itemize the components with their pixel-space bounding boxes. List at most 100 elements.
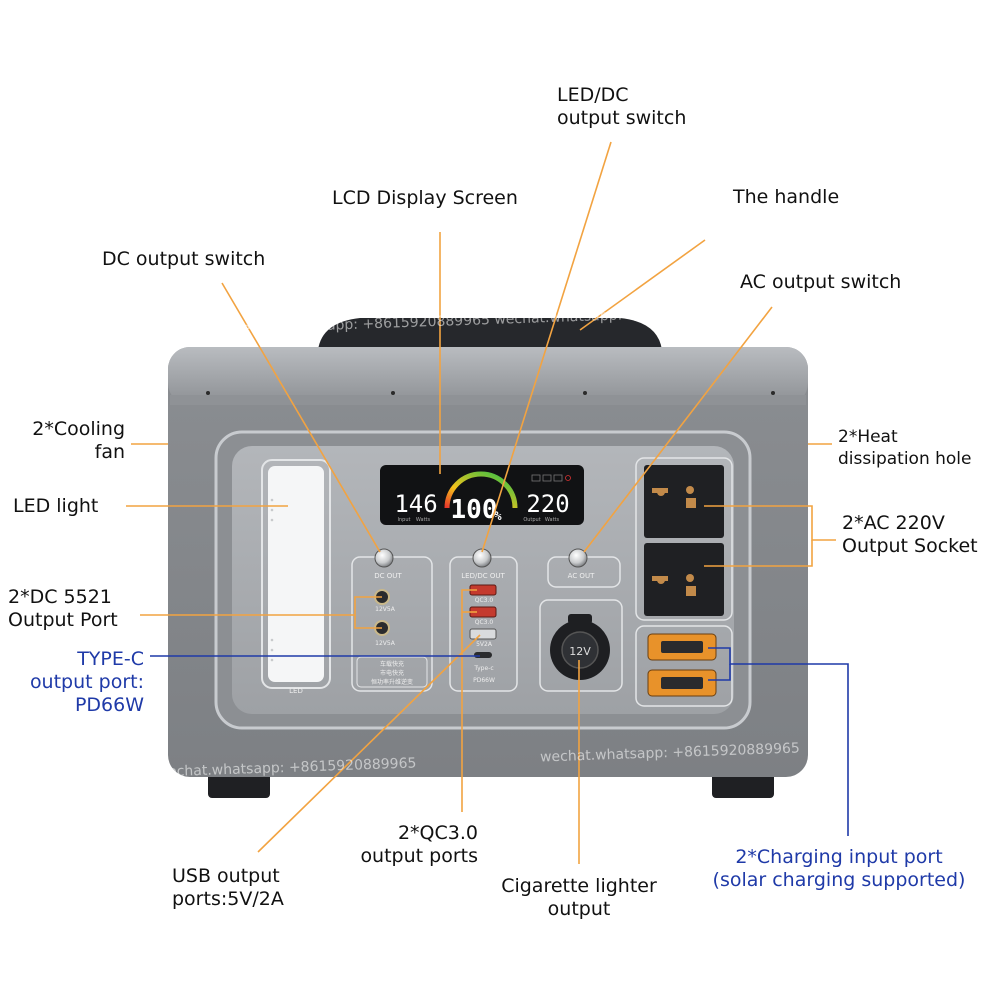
rivet xyxy=(391,391,395,395)
callout-ac-switch xyxy=(583,306,773,553)
label-line: LCD Display Screen xyxy=(332,187,518,209)
label-line: ports:5V/2A xyxy=(172,888,284,910)
lcd-status-icons xyxy=(531,474,571,482)
ac-output-switch[interactable] xyxy=(568,548,588,568)
rivet xyxy=(771,391,775,395)
label-cooling-fan: 2*Cooling fan xyxy=(8,418,125,464)
callout-usb xyxy=(257,634,481,853)
ac-out-caption: AC OUT xyxy=(568,572,595,580)
lcd-input-watts-caption: Watts xyxy=(416,517,431,523)
label-line: Output Socket xyxy=(842,535,978,557)
lcd-input-caption: Input xyxy=(398,517,411,523)
lcd-percent-value: 100 xyxy=(451,495,498,525)
charging-zone xyxy=(635,625,733,707)
label-led-dc-switch: LED/DC output switch xyxy=(557,84,686,130)
rivet xyxy=(206,391,210,395)
label-lcd-screen: LCD Display Screen xyxy=(332,187,518,210)
label-heat-hole: 2*Heat dissipation hole xyxy=(838,426,972,470)
dc-note-3: 恒功率升维逆变 xyxy=(371,678,413,686)
label-line: (solar charging supported) xyxy=(712,869,966,891)
label-line: The handle xyxy=(733,186,840,208)
label-line: output ports xyxy=(360,845,478,867)
label-line: fan xyxy=(94,441,125,463)
label-line: TYPE-C xyxy=(77,648,144,670)
dc-note-1: 车载快充 xyxy=(380,660,404,668)
label-line: AC output switch xyxy=(740,271,902,293)
dc5521-bottom-caption: 12V5A xyxy=(375,640,396,647)
label-line: Cigarette lighter xyxy=(501,875,657,897)
label-line: 2*Heat xyxy=(838,427,898,447)
label-line: Output Port xyxy=(8,609,118,631)
label-line: USB output xyxy=(172,865,280,887)
typec-caption: Type-c xyxy=(473,665,493,672)
lcd-battery-arc xyxy=(444,471,518,509)
label-typec: TYPE-C output port: PD66W xyxy=(8,648,144,717)
led-dc-output-switch[interactable] xyxy=(472,548,492,568)
pd-caption: PD66W xyxy=(473,677,495,684)
usb-port[interactable] xyxy=(469,628,497,640)
label-cigarette: Cigarette lighter output xyxy=(484,875,674,921)
label-line: output switch xyxy=(557,107,687,129)
typec-port[interactable] xyxy=(474,652,492,658)
label-led-light: LED light xyxy=(13,495,98,518)
cig-lighter-cap xyxy=(561,631,599,669)
callout-qc xyxy=(461,589,477,812)
label-usb: USB output ports:5V/2A xyxy=(172,865,284,911)
callout-dc-switch xyxy=(221,282,381,553)
led-panel-dots xyxy=(270,498,274,662)
label-line: 2*DC 5521 xyxy=(8,586,112,608)
label-line: PD66W xyxy=(74,694,144,716)
lcd-percent-sign: % xyxy=(494,509,502,523)
handle xyxy=(318,318,662,350)
label-dc5521: 2*DC 5521 Output Port xyxy=(8,586,118,632)
callout-dc5521 xyxy=(140,596,382,616)
dc-out-caption: DC OUT xyxy=(374,572,402,580)
label-line: output port: xyxy=(29,671,144,693)
ac-socket-1[interactable] xyxy=(644,465,724,538)
led-panel-caption: LED xyxy=(289,687,303,695)
label-line: LED light xyxy=(13,495,99,517)
ac-socket-2[interactable] xyxy=(644,543,724,616)
callout-handle xyxy=(579,239,706,331)
dc-output-switch[interactable] xyxy=(374,548,394,568)
callout-led-dc-switch xyxy=(481,141,612,553)
label-line: LED/DC xyxy=(557,84,629,106)
cig-12v-caption: 12V xyxy=(569,645,591,658)
ac-socket-1-holes xyxy=(652,486,696,508)
ac-socket-zone xyxy=(635,457,733,621)
dc-note-box xyxy=(356,656,428,688)
qc-caption-1: QC3.0 xyxy=(475,597,494,604)
cig-zone xyxy=(539,599,623,692)
ac-socket-2-holes xyxy=(652,574,696,596)
callout-charging-b xyxy=(708,664,731,681)
led-panel-frame xyxy=(261,459,331,689)
cig-lighter-hinge xyxy=(568,614,592,624)
lcd-screen xyxy=(380,465,584,525)
lcd-output-value: 220 xyxy=(526,490,569,518)
label-line: dissipation hole xyxy=(838,449,972,469)
label-dc-output-switch: DC output switch xyxy=(102,248,265,271)
lcd-output-caption: Output xyxy=(523,517,540,523)
device-top-cap xyxy=(168,347,808,405)
lcd-input-value: 146 xyxy=(394,490,437,518)
label-handle: The handle xyxy=(733,186,839,209)
callout-lines xyxy=(126,141,836,864)
label-line: DC output switch xyxy=(102,248,266,270)
label-line: output xyxy=(547,898,611,920)
label-ac-socket: 2*AC 220V Output Socket xyxy=(842,512,978,558)
dc-note-2: 市电快充 xyxy=(380,669,404,677)
callout-ac-socket xyxy=(704,505,836,541)
device-top-edge xyxy=(170,395,806,405)
xt60-port-1-inner xyxy=(661,641,703,653)
xt60-port-2-inner xyxy=(661,677,703,689)
callout-ac-socket-b xyxy=(704,540,813,567)
blue-callout-lines xyxy=(150,647,849,836)
label-line: 2*QC3.0 xyxy=(397,822,478,844)
qc-caption-2: QC3.0 xyxy=(475,619,494,626)
label-line: 2*Charging input port xyxy=(735,846,943,868)
dc5521-top-caption: 12V5A xyxy=(375,606,396,613)
led-dc-out-caption: LED/DC OUT xyxy=(461,572,505,580)
label-ac-output-switch: AC output switch xyxy=(740,271,901,294)
